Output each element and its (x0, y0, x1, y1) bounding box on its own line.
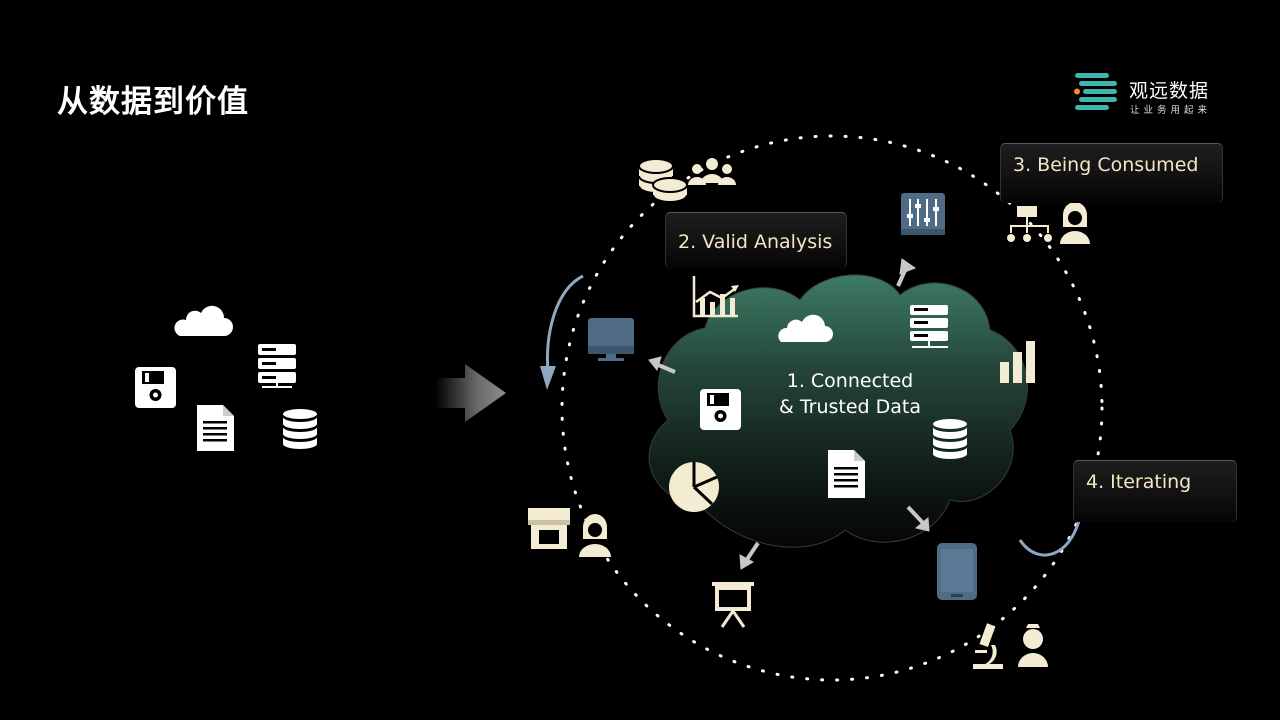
cloud-label-line2: & Trusted Data (778, 396, 922, 418)
sliders-icon (901, 193, 945, 235)
cloud-label: 1. Connected & Trusted Data (765, 368, 935, 420)
line-chart-icon (692, 276, 739, 318)
microscope-icon (973, 623, 1003, 669)
database-icon (933, 419, 967, 459)
shop-icon (528, 508, 570, 549)
bar-chart-icon (1000, 341, 1035, 383)
cloud-label-line1: 1. Connected (786, 370, 914, 392)
page-title: 从数据到价值 (57, 84, 249, 120)
scientist-icon (1018, 624, 1048, 667)
coins-icon (638, 158, 688, 203)
document-icon (828, 450, 865, 498)
people-group-icon (688, 158, 736, 185)
cloud-icon (174, 305, 233, 336)
arrow-icon (648, 258, 930, 570)
stage-label-text: 3. Being Consumed (1013, 154, 1199, 176)
brand-tagline: 让业务用起来 (1130, 105, 1212, 116)
monitor-icon (588, 318, 634, 361)
org-chart-icon (1007, 206, 1052, 242)
brand-name: 观远数据 (1129, 80, 1210, 102)
arrow-right-icon (435, 364, 506, 422)
pie-chart-icon (669, 462, 719, 512)
stage-being-consumed-label: 3. Being Consumed (1000, 143, 1223, 203)
floppy-disk-icon (700, 389, 741, 430)
document-icon (197, 405, 234, 451)
brand-logo-icon (1074, 73, 1117, 110)
database-icon (283, 409, 317, 449)
woman-user-icon (1060, 202, 1090, 244)
orbit-circle (560, 134, 1104, 682)
server-icon (258, 344, 296, 388)
cloud-icon (778, 314, 833, 342)
presentation-board-icon (712, 582, 754, 628)
server-icon (910, 305, 948, 348)
curved-arrow-icon (540, 274, 584, 390)
stage-label-text: 4. Iterating (1086, 471, 1192, 493)
stage-iterating-label: 4. Iterating (1073, 460, 1237, 522)
floppy-disk-icon (135, 367, 176, 408)
stage-label-text: 2. Valid Analysis (678, 231, 833, 253)
tablet-icon (937, 543, 977, 600)
stage-valid-analysis-label: 2. Valid Analysis (665, 212, 847, 268)
woman-user-icon (579, 514, 611, 557)
